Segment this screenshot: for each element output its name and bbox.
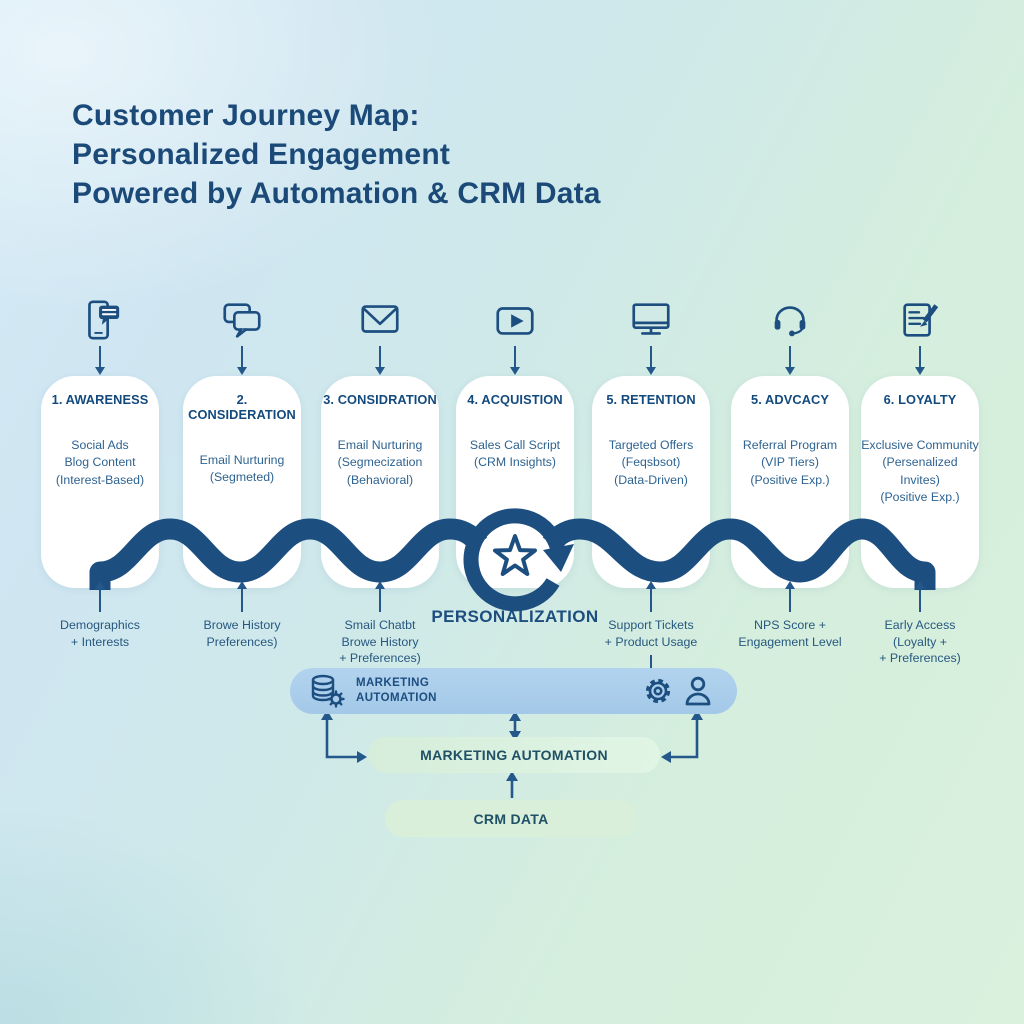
monitor-icon: [632, 303, 670, 335]
stage-label: 1. AWARENESS: [51, 392, 149, 407]
stage-consideration: 2. CONSIDERATION Email Nurturing (Segmet…: [172, 296, 312, 588]
stage-details: Referral Program (VIP Tiers) (Positive E…: [742, 438, 838, 487]
up-arrow-icon: [240, 588, 244, 612]
stage-loyalty: 6. LOYALTY Exclusive Community (Persenal…: [850, 296, 990, 588]
marketing-automation-pill: MARKETING AUTOMATION: [368, 737, 660, 773]
annotation-retention: Support Tickets + Product Usage: [571, 588, 731, 674]
title-line-3: Powered by Automation & CRM Data: [72, 177, 601, 210]
down-arrow-icon: [513, 346, 517, 368]
elbow-connector-right: [670, 718, 699, 759]
down-arrow-icon: [649, 346, 653, 368]
up-arrow-icon: [649, 588, 653, 612]
down-arrow-icon: [788, 346, 792, 368]
up-arrow-icon: [788, 588, 792, 612]
down-arrow-icon: [98, 346, 102, 368]
page-title: Customer Journey Map: Personalized Engag…: [72, 96, 601, 213]
phone-chat-icon: [88, 300, 120, 340]
stage-details: Email Nurturing (Segmecization (Behavior…: [337, 438, 423, 487]
down-arrow-icon: [378, 346, 382, 368]
database-gear-icon: [311, 674, 345, 708]
annotation-loyalty: Early Access (Loyalty + + Preferences): [840, 588, 1000, 667]
crm-data-pill: CRM DATA: [385, 800, 637, 837]
stage-details: Sales Call Script (CRM Insights): [469, 438, 561, 470]
stage-details: Targeted Offers (Feqsbsot) (Data-Driven): [608, 438, 694, 487]
down-arrow-icon: [240, 346, 244, 368]
survey-edit-icon: [903, 303, 939, 337]
annotation-consideration: Browe History Preferences): [162, 588, 322, 650]
stage-card: 6. LOYALTY Exclusive Community (Persenal…: [861, 376, 979, 588]
up-arrow-icon: [918, 588, 922, 612]
stage-label: 5. RETENTION: [606, 392, 696, 407]
stage-label: 2. CONSIDERATION: [188, 392, 296, 422]
person-icon: [685, 676, 711, 706]
up-arrow-icon: [378, 588, 382, 612]
stage-card: 4. ACQUISTION Sales Call Script (CRM Ins…: [456, 376, 574, 588]
automation-bar-label: MARKETING AUTOMATION: [356, 677, 437, 704]
title-line-2: Personalized Engagement: [72, 138, 451, 171]
stage-card: 2. CONSIDERATION Email Nurturing (Segmet…: [183, 376, 301, 588]
elbow-connector-left: [325, 718, 358, 759]
stage-retention: 5. RETENTION Targeted Offers (Feqsbsot) …: [581, 296, 721, 588]
stage-label: 4. ACQUISTION: [467, 392, 563, 407]
title-line-1: Customer Journey Map:: [72, 99, 420, 132]
down-arrow-icon: [918, 346, 922, 368]
up-arrow-icon: [98, 588, 102, 612]
video-play-icon: [496, 307, 534, 335]
stage-label: 6. LOYALTY: [883, 392, 957, 407]
headset-icon: [774, 306, 806, 337]
stage-card: 3. CONSIDRATION Email Nurturing (Segmeci…: [321, 376, 439, 588]
stage-details: Social Ads Blog Content (Interest-Based): [55, 438, 145, 487]
stage-card: 5. RETENTION Targeted Offers (Feqsbsot) …: [592, 376, 710, 588]
annotation-awareness: Demographics + Interests: [20, 588, 180, 650]
stage-card: 5. ADVCACY Referral Program (VIP Tiers) …: [731, 376, 849, 588]
chat-bubbles-icon: [223, 303, 261, 338]
email-icon: [361, 305, 399, 333]
stage-label: 5. ADVCACY: [750, 392, 830, 407]
stage-label: 3. CONSIDRATION: [323, 392, 437, 407]
stage-considration: 3. CONSIDRATION Email Nurturing (Segmeci…: [310, 296, 450, 588]
stage-awareness: 1. AWARENESS Social Ads Blog Content (In…: [30, 296, 170, 588]
annotation-considration: Smail Chatbt Browe History + Preferences…: [300, 588, 460, 667]
stage-advcacy: 5. ADVCACY Referral Program (VIP Tiers) …: [720, 296, 860, 588]
stage-card: 1. AWARENESS Social Ads Blog Content (In…: [41, 376, 159, 588]
stage-details: Exclusive Community (Persenalized Invite…: [861, 438, 979, 505]
stage-details: Email Nurturing (Segmeted): [199, 453, 285, 485]
stage-acquistion: 4. ACQUISTION Sales Call Script (CRM Ins…: [445, 296, 585, 588]
marketing-automation-bar: MARKETING AUTOMATION: [290, 668, 737, 714]
gear-icon: [645, 678, 671, 704]
